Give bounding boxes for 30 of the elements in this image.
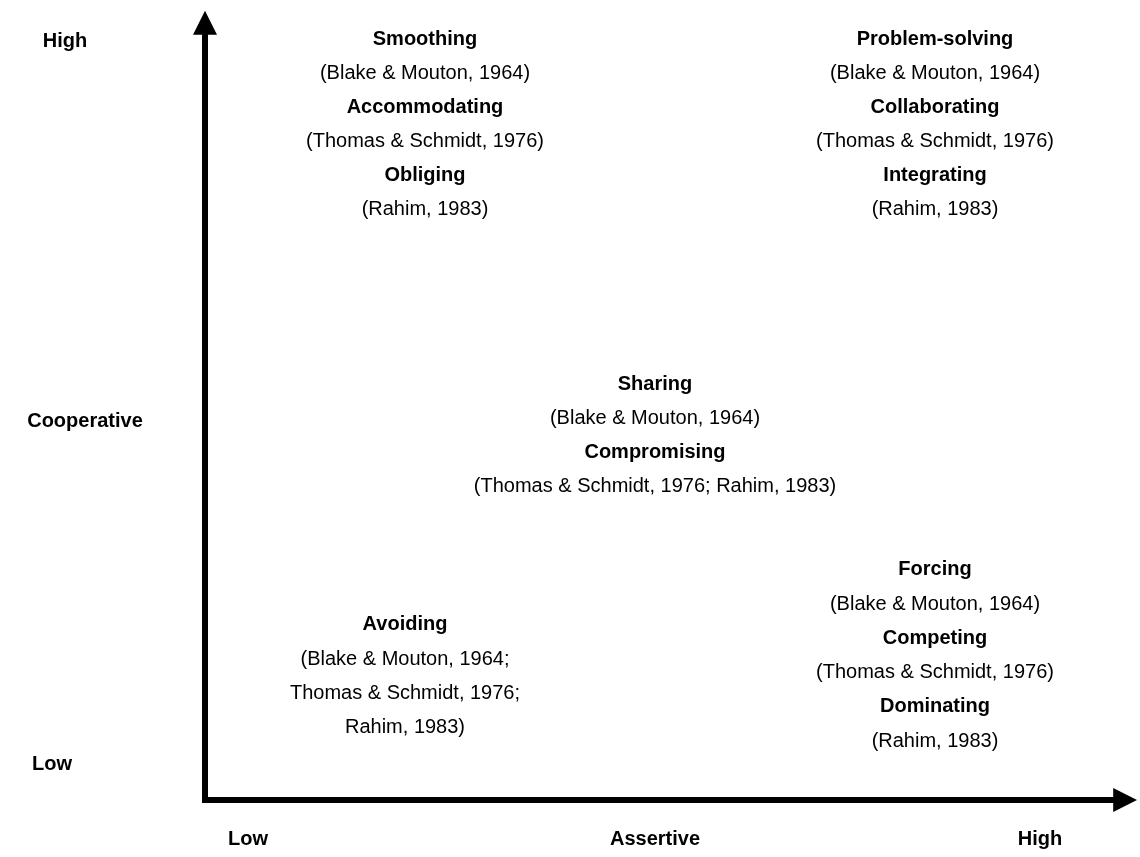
citation: (Rahim, 1983) <box>871 196 999 221</box>
citation: (Blake & Mouton, 1964; Thomas & Schmidt, 1976; Rahim, 1983) <box>288 646 522 739</box>
style-name: Integrating <box>883 162 987 187</box>
style-name: Collaborating <box>870 94 1000 119</box>
style-name: Smoothing <box>372 26 478 51</box>
citation: (Blake & Mouton, 1964) <box>319 60 531 85</box>
axis-title: Assertive <box>609 826 701 851</box>
citation: (Thomas & Schmidt, 1976) <box>306 128 544 153</box>
style-name: Sharing <box>617 371 693 396</box>
style-name: Problem-solving <box>856 26 1014 51</box>
axis-label: Low <box>32 751 72 776</box>
citation: (Rahim, 1983) <box>871 728 999 753</box>
axis-title: Cooperative <box>27 408 143 433</box>
citation: (Thomas & Schmidt, 1976) <box>816 659 1054 684</box>
axis-label: Low <box>228 826 268 851</box>
style-name: Compromising <box>584 439 726 464</box>
style-name: Dominating <box>880 693 990 718</box>
citation: (Thomas & Schmidt, 1976) <box>816 128 1054 153</box>
citation: (Blake & Mouton, 1964) <box>829 591 1041 616</box>
citation: (Blake & Mouton, 1964) <box>829 60 1041 85</box>
style-name: Obliging <box>384 162 466 187</box>
axis-label: High <box>42 28 88 53</box>
citation: (Thomas & Schmidt, 1976; Rahim, 1983) <box>473 473 837 498</box>
citation: (Rahim, 1983) <box>361 196 489 221</box>
style-name: Competing <box>882 625 988 650</box>
style-name: Accommodating <box>346 94 504 119</box>
style-name: Avoiding <box>362 611 448 636</box>
axis-label: High <box>1017 826 1063 851</box>
citation: (Blake & Mouton, 1964) <box>549 405 761 430</box>
style-name: Forcing <box>898 556 972 581</box>
